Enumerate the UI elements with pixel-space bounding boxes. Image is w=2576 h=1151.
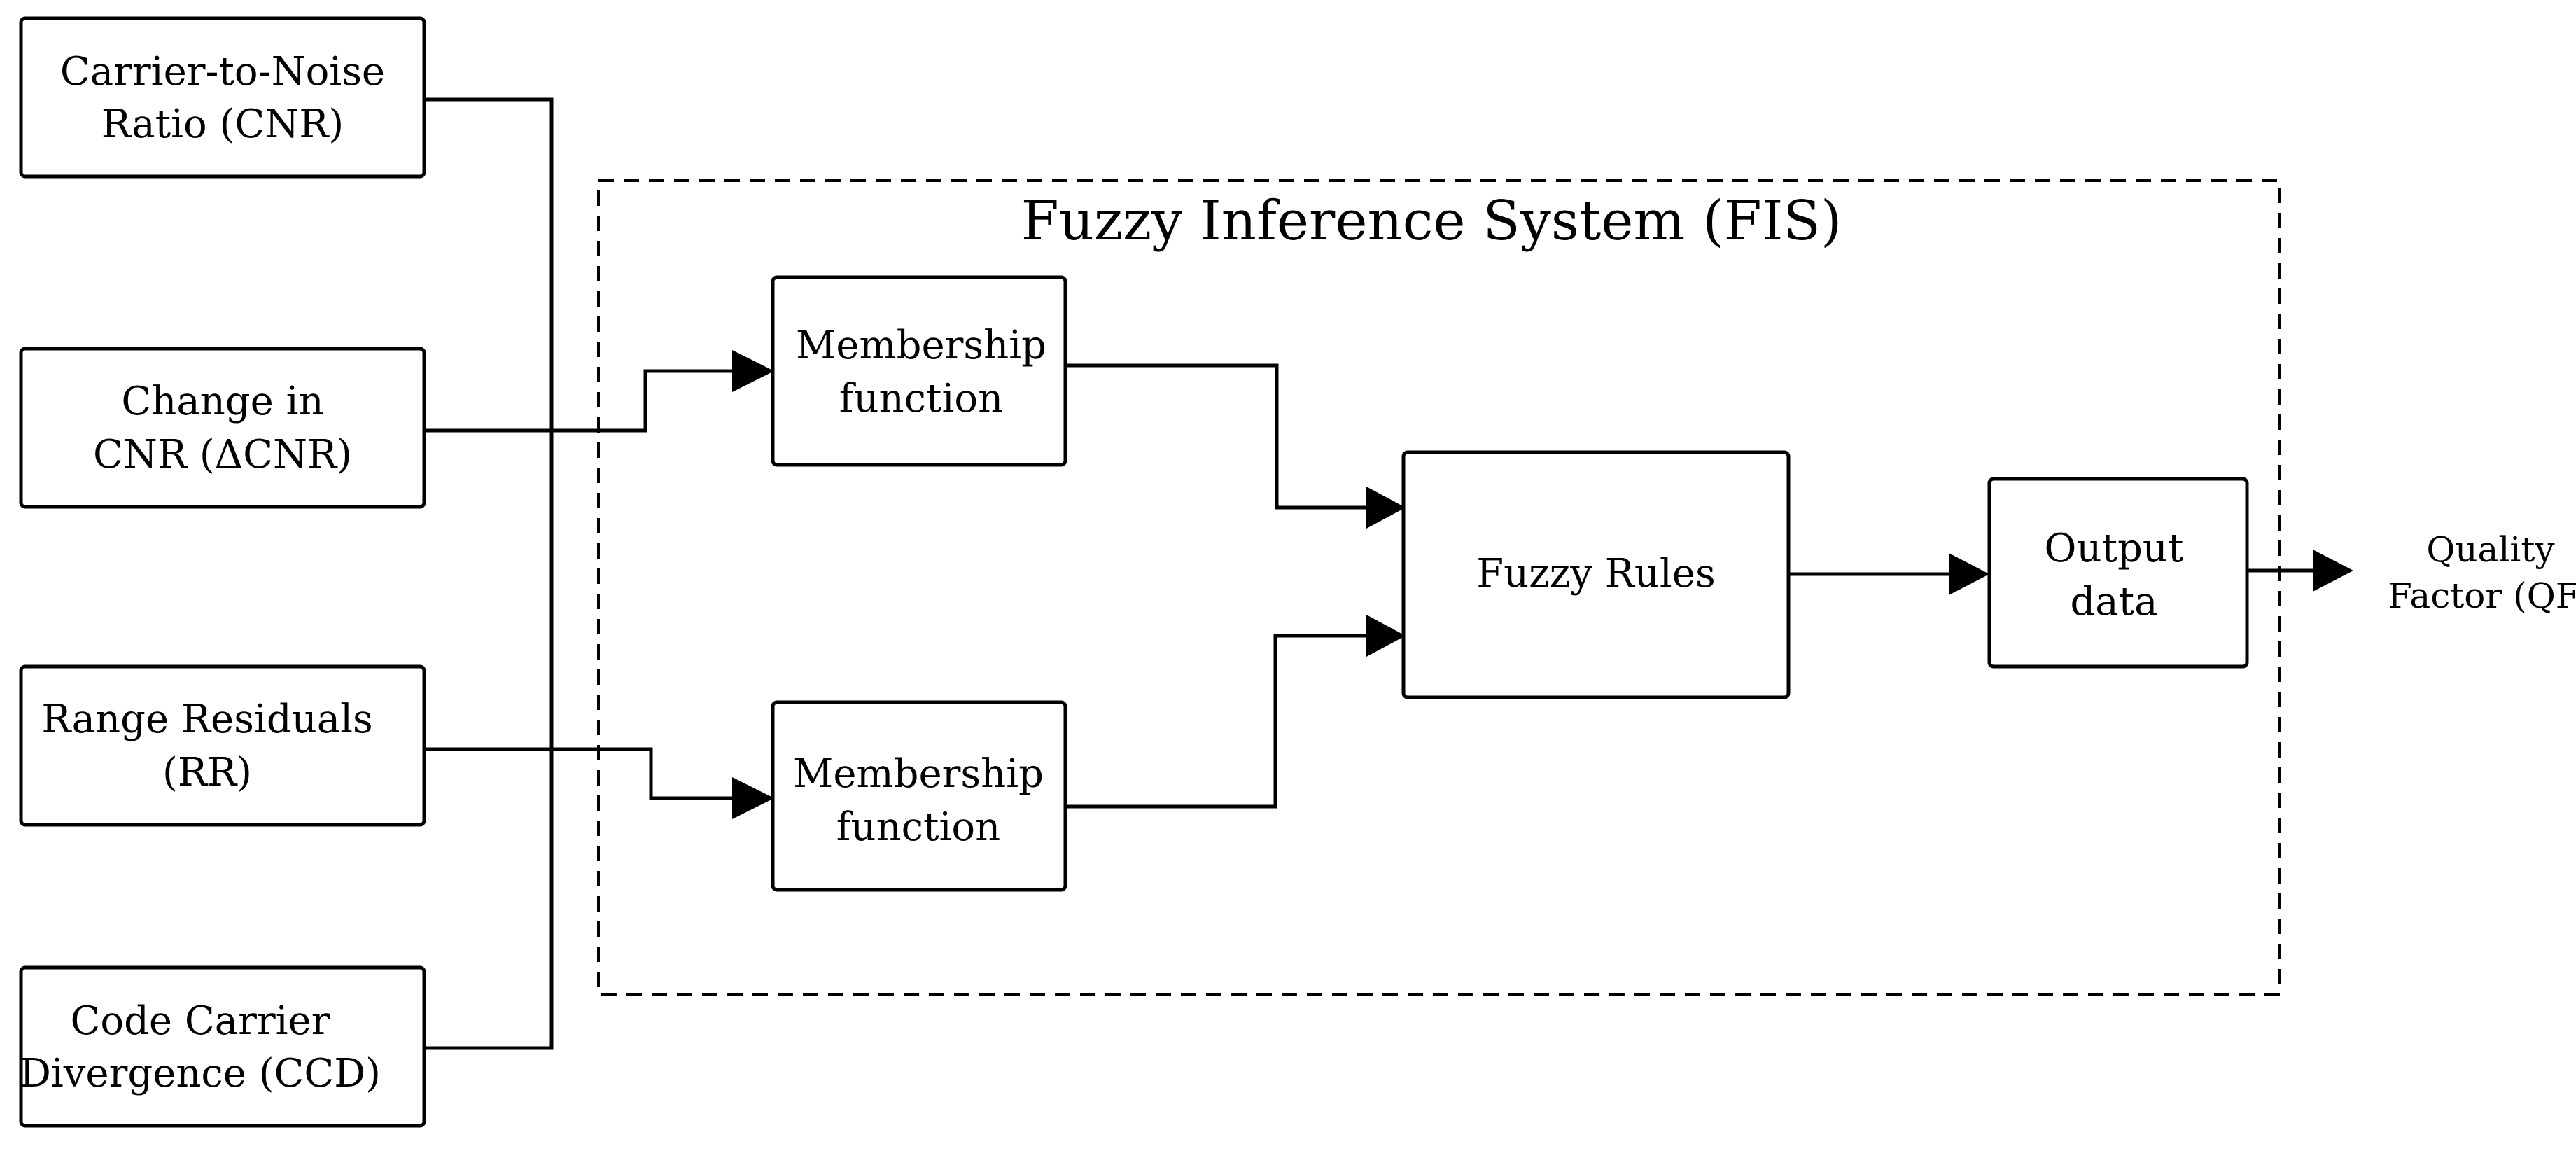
input-ccd-line1: Code Carrier: [71, 998, 330, 1044]
delta-cnr-to-membership-top-line: [424, 369, 735, 433]
input-cnr-line2: Ratio (CNR): [102, 102, 344, 147]
input-ccd-line2: Divergence (CCD): [20, 1051, 381, 1096]
arrowhead-output-data: [1949, 553, 1989, 595]
input-cnr-line1: Carrier-to-Noise: [60, 49, 385, 95]
input-box-rr: [19, 664, 426, 827]
arrowhead-membership-bottom: [732, 777, 774, 819]
output-data-line1: Output: [2045, 526, 2184, 571]
rr-to-membership-bottom-line: [424, 747, 735, 800]
membership-function-bottom-box: [771, 700, 1068, 892]
input-box-delta-cnr: [19, 347, 426, 509]
membership-bottom-line2: function: [836, 804, 1000, 850]
input-rr-line1: Range Residuals: [41, 697, 373, 742]
fis-title: Fuzzy Inference System (FIS): [1021, 190, 1842, 253]
arrowhead-quality-factor: [2313, 550, 2353, 592]
membership-top-line1: Membership: [796, 323, 1046, 368]
input-box-cnr: [19, 16, 426, 179]
membership-top-to-rules-line: [1065, 363, 1368, 510]
input-delta-cnr-line1: Change in: [121, 379, 323, 424]
input-delta-cnr-line2: CNR (ΔCNR): [93, 432, 352, 477]
membership-function-top-box: [771, 275, 1068, 467]
fuzzy-rules-label: Fuzzy Rules: [1476, 551, 1715, 597]
membership-top-line2: function: [839, 376, 1003, 421]
arrowhead-rules-top: [1366, 487, 1406, 529]
input-box-ccd: [19, 965, 426, 1128]
membership-bottom-to-rules-line: [1065, 634, 1368, 809]
membership-bottom-line1: Membership: [793, 751, 1044, 797]
quality-factor-line1: Quality: [2426, 529, 2555, 570]
fis-boundary: [597, 179, 2281, 996]
arrowhead-membership-top: [732, 350, 774, 392]
arrowhead-rules-bottom: [1366, 615, 1406, 657]
output-data-box: [1987, 477, 2249, 669]
input-rr-line2: (RR): [162, 750, 252, 795]
input-bus-line: [424, 97, 554, 1050]
output-data-line2: data: [2070, 579, 2157, 625]
quality-factor-line2: Factor (QF): [2388, 576, 2576, 616]
fuzzy-rules-box: [1401, 450, 1791, 699]
